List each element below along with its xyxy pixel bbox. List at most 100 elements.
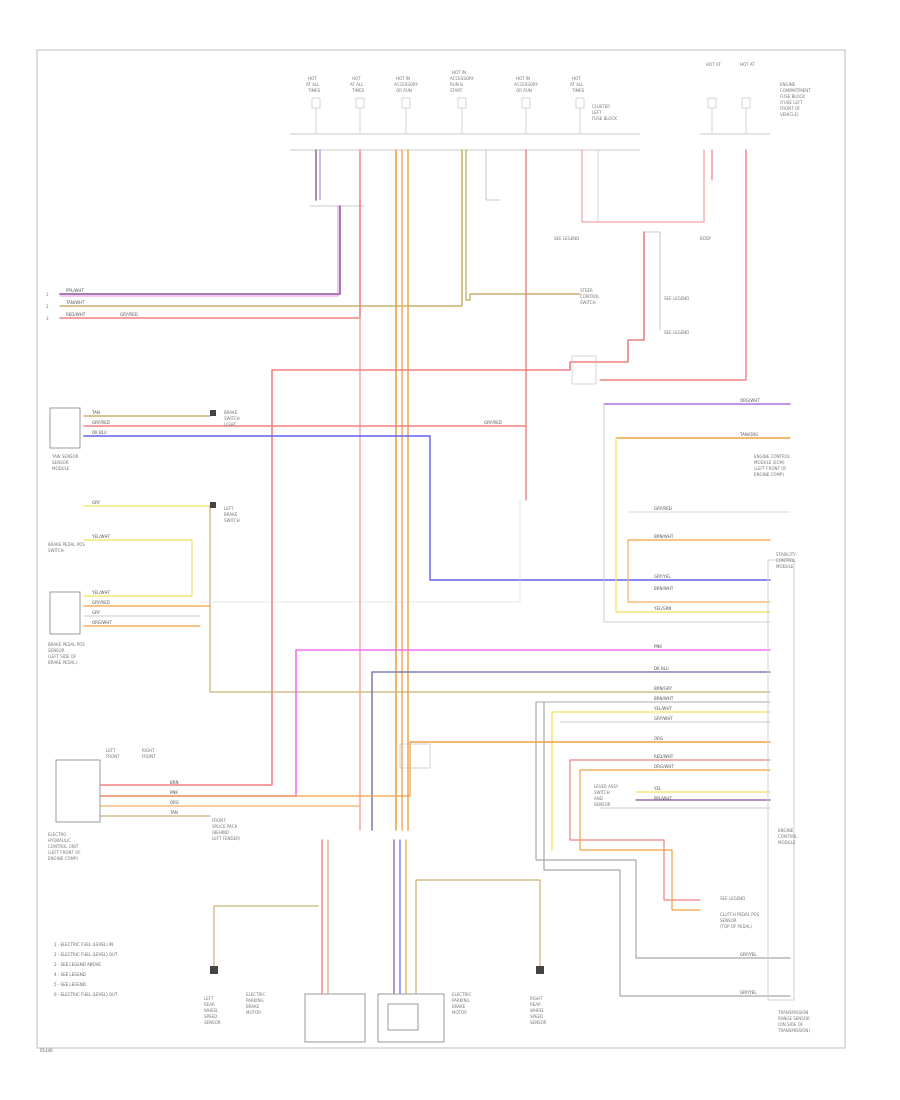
- svg-text:LEFT: LEFT: [204, 996, 214, 1001]
- wire-gray-relay: [643, 231, 661, 331]
- svg-text:ORG/WHT: ORG/WHT: [92, 620, 112, 625]
- svg-text:HOT IN: HOT IN: [452, 70, 466, 75]
- svg-text:YEL/GRN: YEL/GRN: [653, 606, 671, 611]
- svg-text:(FUSE LEFT: (FUSE LEFT: [780, 100, 803, 105]
- svg-text:LEFT: LEFT: [224, 506, 234, 511]
- svg-text:BRN/WHT: BRN/WHT: [654, 696, 674, 701]
- svg-text:AT ALL: AT ALL: [350, 82, 364, 87]
- svg-text:GRY/YEL: GRY/YEL: [740, 990, 757, 995]
- svg-text:HOT IN: HOT IN: [396, 76, 410, 81]
- svg-text:BRAKE PEDAL POS: BRAKE PEDAL POS: [48, 542, 85, 547]
- wires: [59, 149, 791, 1001]
- svg-text:ORG/WHT: ORG/WHT: [740, 398, 760, 403]
- svg-text:TRANSMISSION: TRANSMISSION: [777, 1010, 808, 1015]
- svg-text:SENSOR: SENSOR: [720, 918, 737, 923]
- svg-text:AT ALL: AT ALL: [306, 82, 320, 87]
- svg-text:CONTROL: CONTROL: [580, 294, 600, 299]
- svg-text:CLUTCH PEDAL POS: CLUTCH PEDAL POS: [720, 912, 760, 917]
- svg-text:STEER: STEER: [580, 288, 593, 293]
- svg-text:TAN/ORG: TAN/ORG: [739, 432, 758, 437]
- wire-gray-right-2: [543, 701, 791, 997]
- svg-text:ELECTRO: ELECTRO: [48, 832, 66, 837]
- svg-text:SENSOR: SENSOR: [48, 648, 65, 653]
- svg-text:AT ALL: AT ALL: [570, 82, 584, 87]
- svg-text:SPEED: SPEED: [204, 1014, 217, 1019]
- junction-box-mid: [399, 743, 431, 769]
- svg-text:GRY/YEL: GRY/YEL: [740, 952, 757, 957]
- svg-text:(LEFT SIDE OF: (LEFT SIDE OF: [48, 654, 77, 659]
- svg-text:SWITCH: SWITCH: [224, 416, 240, 421]
- svg-text:SENSOR: SENSOR: [204, 1020, 221, 1025]
- svg-text:LEFT FENDER): LEFT FENDER): [212, 836, 241, 841]
- wire-gray-right-1: [535, 701, 791, 959]
- svg-text:ELECTRIC: ELECTRIC: [452, 992, 471, 997]
- svg-text:TIMES: TIMES: [307, 88, 321, 93]
- legend-item-2: 2 - ELECTRIC FUEL (LEVEL) OUT: [54, 952, 118, 957]
- svg-text:PNK: PNK: [654, 644, 662, 649]
- svg-text:TIMES: TIMES: [351, 88, 365, 93]
- diagram-frame: [36, 49, 846, 1049]
- svg-text:FRONT: FRONT: [142, 754, 156, 759]
- svg-text:PARKING: PARKING: [246, 998, 264, 1003]
- svg-text:ENGINE: ENGINE: [780, 82, 796, 87]
- svg-text:START: START: [450, 88, 463, 93]
- wire-red-engine: [599, 149, 747, 381]
- svg-text:SEE LEGEND: SEE LEGEND: [664, 330, 689, 335]
- svg-text:(BEHIND: (BEHIND: [212, 830, 229, 835]
- svg-text:(ON SIDE OF: (ON SIDE OF: [778, 1022, 804, 1027]
- svg-text:CONTROL: CONTROL: [778, 834, 798, 839]
- svg-text:GRY/WHT: GRY/WHT: [654, 716, 673, 721]
- svg-text:MODULE: MODULE: [52, 466, 70, 471]
- ebcm-left-box: [55, 759, 101, 823]
- svg-text:ACCESSORY: ACCESSORY: [450, 76, 475, 81]
- svg-text:HOT IN: HOT IN: [516, 76, 530, 81]
- svg-text:BRAKE: BRAKE: [246, 1004, 260, 1009]
- legend-item-4: 4 - SEE LEGEND: [54, 972, 86, 977]
- svg-text:LEFT: LEFT: [106, 748, 116, 753]
- svg-text:LEVER ASSY: LEVER ASSY: [594, 784, 619, 789]
- svg-text:FUSE BLOCK: FUSE BLOCK: [592, 116, 617, 121]
- svg-text:SENSOR: SENSOR: [530, 1020, 547, 1025]
- svg-text:RANGE SENSOR: RANGE SENSOR: [778, 1016, 810, 1021]
- footer-code: 01446: [40, 1048, 53, 1053]
- svg-text:MODULE: MODULE: [776, 564, 794, 569]
- svg-text:GRY/RED: GRY/RED: [654, 506, 672, 511]
- svg-text:AND: AND: [594, 796, 603, 801]
- svg-text:FUSE BLOCK: FUSE BLOCK: [780, 94, 805, 99]
- svg-text:GRY: GRY: [92, 610, 101, 615]
- svg-text:RIGHT: RIGHT: [530, 996, 543, 1001]
- top-fuse-bus: [290, 133, 770, 151]
- svg-text:HOT: HOT: [308, 76, 317, 81]
- svg-text:CONTROL: CONTROL: [776, 558, 796, 563]
- wire-purple-main: [59, 205, 341, 295]
- svg-text:SENSOR: SENSOR: [52, 460, 69, 465]
- svg-text:ENGINE COMP): ENGINE COMP): [754, 472, 784, 477]
- wire-tan-2: [465, 149, 581, 301]
- right-module-strip: [767, 559, 795, 1001]
- svg-text:SWITCH: SWITCH: [594, 790, 610, 795]
- svg-text:(TOP OF PEDAL): (TOP OF PEDAL): [720, 924, 752, 929]
- svg-text:BRAKE: BRAKE: [224, 512, 238, 517]
- svg-text:HOT: HOT: [352, 76, 361, 81]
- svg-text:PPL/WHT: PPL/WHT: [654, 796, 672, 801]
- svg-text:DK BLU: DK BLU: [92, 430, 107, 435]
- fuse-column-1: [311, 97, 751, 134]
- wire-red-relay: [99, 231, 645, 786]
- bottom-sensor-box-1: [304, 993, 366, 1043]
- svg-text:TAN: TAN: [91, 410, 100, 415]
- svg-text:ELECTRIC: ELECTRIC: [246, 992, 265, 997]
- svg-text:FRONT: FRONT: [212, 818, 226, 823]
- svg-text:BRAKE PEDAL): BRAKE PEDAL): [48, 660, 77, 665]
- wire-red-right-block-d: [569, 759, 701, 901]
- svg-text:MODULE: MODULE: [778, 840, 796, 845]
- svg-text:OR RUN: OR RUN: [396, 88, 412, 93]
- svg-text:ORG: ORG: [654, 736, 663, 741]
- svg-text:BRN/WHT: BRN/WHT: [654, 534, 674, 539]
- svg-text:GRY/RED: GRY/RED: [92, 420, 110, 425]
- svg-text:3: 3: [46, 316, 49, 321]
- svg-text:BRAKE: BRAKE: [224, 410, 238, 415]
- svg-text:MOTOR: MOTOR: [246, 1010, 261, 1015]
- wire-red-left: [59, 199, 361, 319]
- svg-text:CONTROL UNIT: CONTROL UNIT: [48, 844, 79, 849]
